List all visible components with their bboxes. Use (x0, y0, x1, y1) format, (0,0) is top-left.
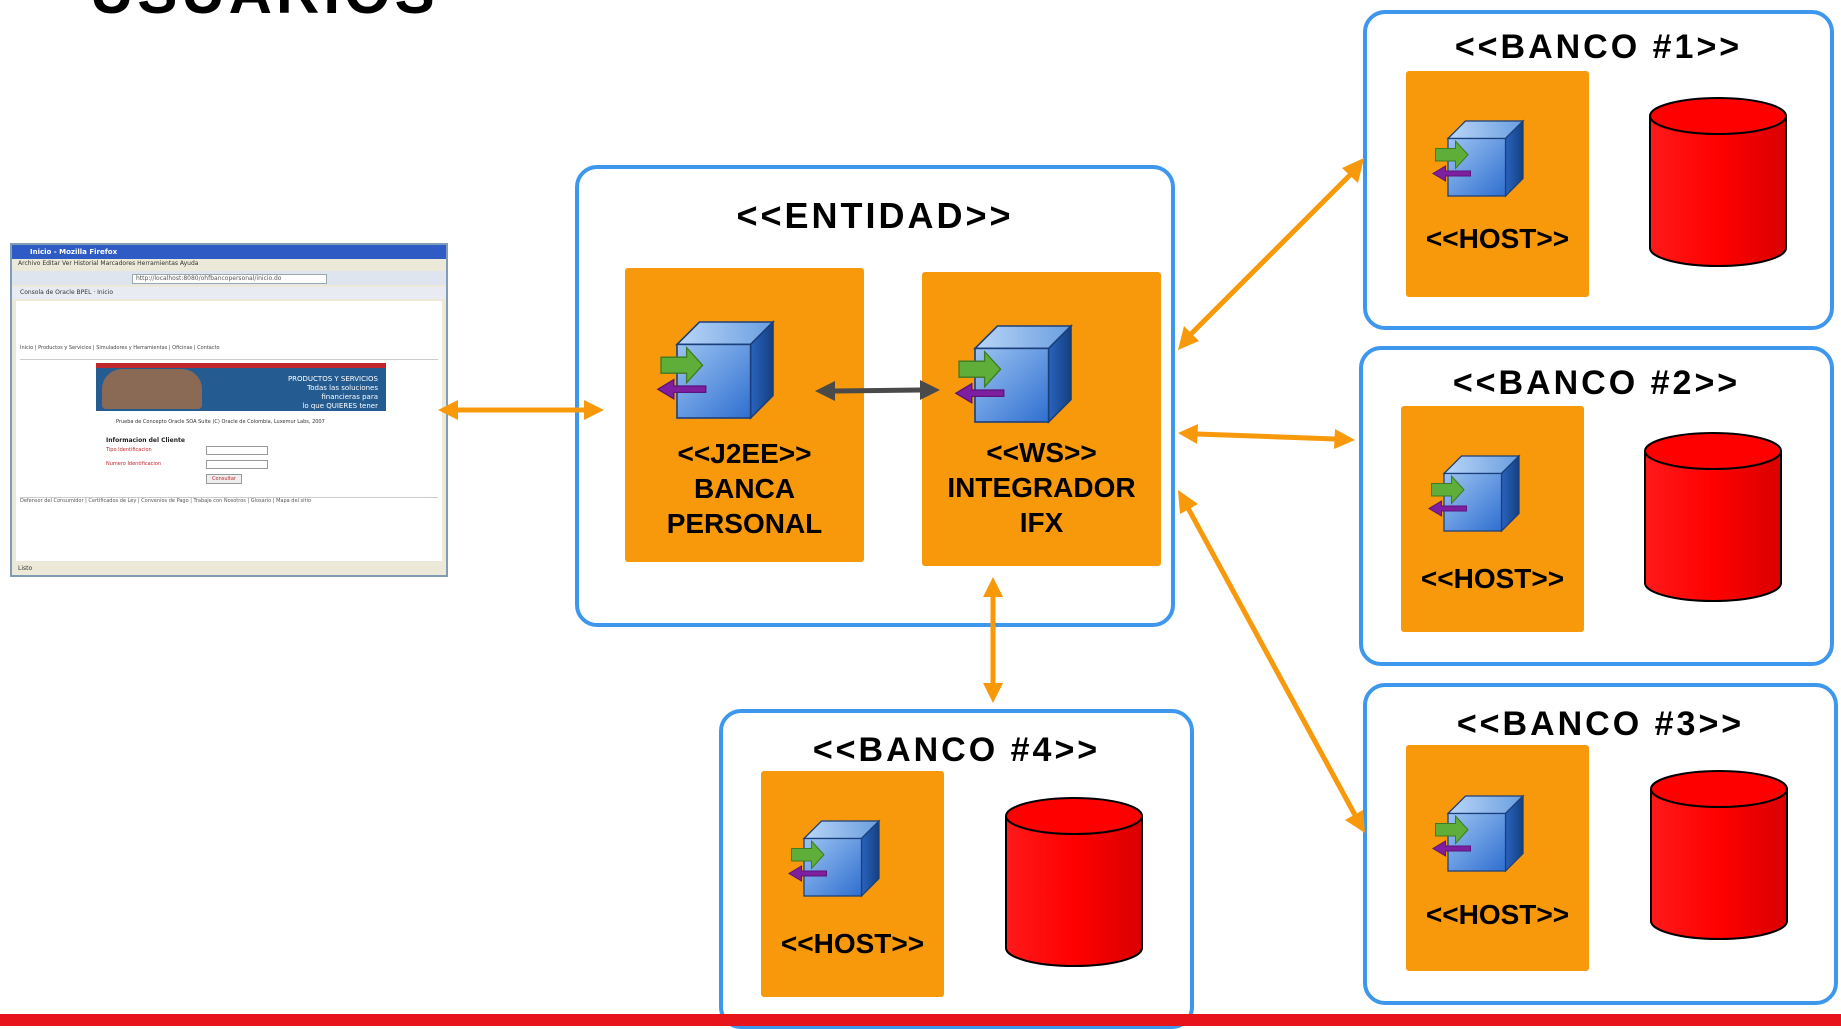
banco-2-title: <<BANCO #2>> (1452, 364, 1741, 402)
j2ee-line-2: PERSONAL (666, 508, 823, 539)
j2ee-label: <<J2EE>> BANCA PERSONAL (625, 436, 864, 541)
site-caption: Prueba de Concepto Oracle SOA Suite (C) … (116, 419, 325, 425)
browser-menubar: Archivo Editar Ver Historial Marcadores … (18, 260, 199, 267)
banco-3-database-icon (1650, 770, 1788, 940)
connector-ws-banco-4 (983, 577, 1003, 703)
ws-cube-icon (954, 325, 1072, 423)
banco-1-cube-icon (1432, 120, 1524, 197)
connector-ws-banco-2 (1178, 424, 1355, 449)
banco-1-title: <<BANCO #1>> (1454, 28, 1743, 66)
entidad-title: <<ENTIDAD>> (736, 195, 1014, 236)
banner-photo (102, 369, 202, 409)
banco-4-cube-icon (788, 820, 880, 897)
connector-ws-banco-3 (1178, 490, 1365, 833)
connector-usuarios-entidad (438, 400, 604, 420)
banner-line-4: lo que QUIERES tener (302, 402, 378, 410)
site-banner: PRODUCTOS Y SERVICIOS Todas las solucion… (96, 363, 386, 411)
page-title: USUARIOS (90, 0, 439, 27)
form-title: Informacion del Cliente (106, 437, 185, 444)
ws-stereotype: <<WS>> (986, 437, 1097, 468)
banco-3-host-label: <<HOST>> (1425, 899, 1570, 930)
banco-3-cube-icon (1432, 795, 1524, 872)
site-footer: Defensor del Consumidor | Certificados d… (20, 497, 438, 528)
banco-3-title: <<BANCO #3>> (1456, 705, 1745, 743)
banner-text: PRODUCTOS Y SERVICIOS Todas las solucion… (288, 375, 378, 411)
banco-2-host-label: <<HOST>> (1420, 563, 1565, 594)
banner-strip (96, 363, 386, 368)
connector-j2ee-ws (815, 380, 940, 401)
ws-line-1: INTEGRADOR (947, 472, 1136, 503)
banco-2-database-icon (1644, 432, 1782, 602)
ws-label: <<WS>> INTEGRADOR IFX (922, 435, 1161, 540)
j2ee-cube-icon (656, 321, 774, 419)
banco-2-cube-icon (1428, 455, 1520, 532)
banco-1-database-icon (1649, 97, 1787, 267)
browser-titlebar: Inicio - Mozilla Firefox (12, 245, 446, 259)
footer-bar (0, 1014, 1841, 1026)
connector-ws-banco-1 (1178, 158, 1364, 350)
browser-content: Inicio | Productos y Servicios | Simulad… (16, 301, 442, 561)
banner-line-3: financieras para (321, 393, 378, 401)
browser-statusbar: Listo (12, 563, 446, 575)
banner-line-1: PRODUCTOS Y SERVICIOS (287, 375, 378, 383)
browser-screenshot: Inicio - Mozilla Firefox Archivo Editar … (10, 243, 448, 577)
consultar-button: Consultar (206, 474, 242, 484)
field-numero (206, 460, 268, 469)
browser-address-bar: http://localhost:8080/ohfbancopersonal/i… (132, 274, 327, 284)
j2ee-line-1: BANCA (693, 473, 796, 504)
browser-tabs: Consola de Oracle BPEL · Inicio (12, 287, 446, 299)
label-tipo: Tipo Identificacion (106, 447, 152, 453)
banner-line-2: Todas las soluciones (307, 384, 378, 392)
banco-4-database-icon (1005, 797, 1143, 967)
banco-1-host-label: <<HOST>> (1425, 223, 1570, 254)
j2ee-stereotype: <<J2EE>> (677, 438, 812, 469)
ws-line-2: IFX (1019, 507, 1064, 538)
site-nav: Inicio | Productos y Servicios | Simulad… (20, 345, 438, 360)
label-numero: Numero Identificacion (106, 461, 162, 467)
banco-2-host-component: <<HOST>> (1401, 406, 1584, 632)
banco-4-host-label: <<HOST>> (780, 928, 925, 959)
browser-toolbar: http://localhost:8080/ohfbancopersonal/i… (12, 271, 446, 285)
field-tipo (206, 446, 268, 455)
banco-4-title: <<BANCO #4>> (812, 731, 1101, 769)
